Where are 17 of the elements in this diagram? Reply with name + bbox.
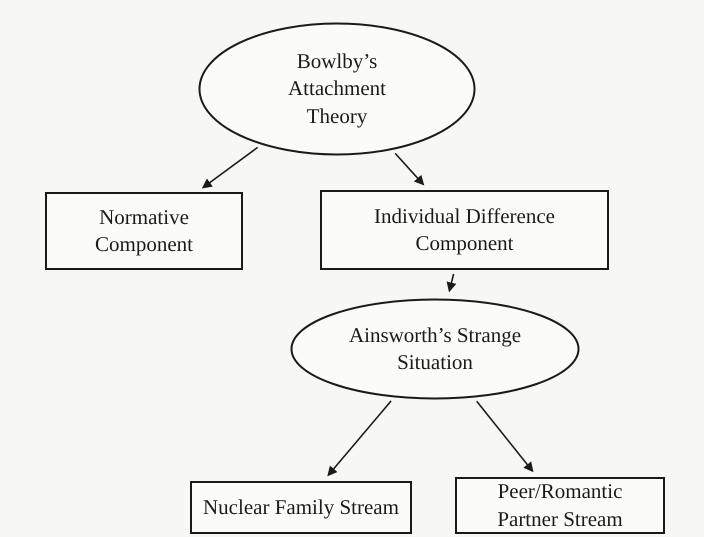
- ellipse-node: [198, 22, 476, 156]
- node-label: Bowlby’s Attachment Theory: [287, 48, 387, 130]
- arrow: [327, 400, 392, 476]
- node-label: Nuclear Family Stream: [203, 494, 399, 521]
- process-box: [455, 477, 665, 534]
- arrow: [446, 274, 456, 292]
- node-label: Ainsworth’s Strange Situation: [348, 322, 522, 376]
- node-label: Peer/Romantic Partner Stream: [496, 478, 624, 532]
- process-box: [45, 192, 243, 270]
- arrow: [394, 152, 424, 186]
- arrow: [202, 146, 258, 188]
- node-label: Individual Difference Component: [373, 202, 556, 257]
- process-box: [320, 190, 609, 270]
- ellipse-node: [290, 298, 580, 400]
- process-box: [190, 481, 412, 534]
- node-label: Normative Component: [94, 204, 194, 258]
- arrow: [476, 400, 534, 472]
